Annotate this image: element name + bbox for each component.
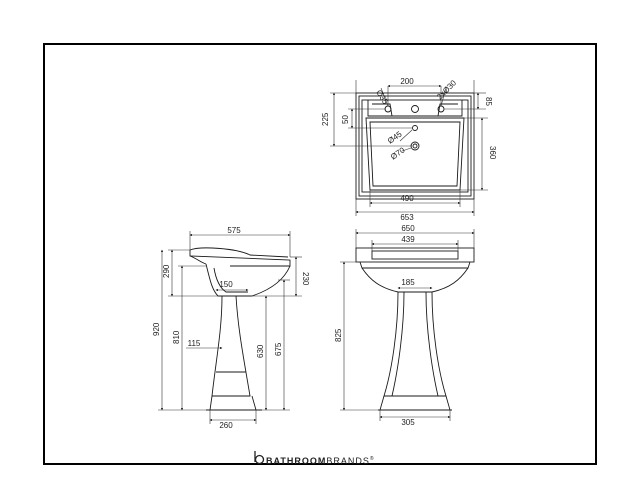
dim-230: 230 <box>301 272 310 286</box>
dim-630: 630 <box>256 344 265 358</box>
dim-810: 810 <box>172 330 181 344</box>
dim-439: 439 <box>401 235 415 244</box>
dim-260: 260 <box>219 421 233 430</box>
brand-name-bold: BATHROOM <box>266 456 326 466</box>
dim-225: 225 <box>321 112 330 126</box>
bathroombrands-logo-icon <box>254 451 265 465</box>
dim-360: 360 <box>488 146 497 160</box>
dim-305: 305 <box>401 418 415 427</box>
dim-650: 650 <box>401 224 415 233</box>
dim-490: 490 <box>400 194 414 203</box>
dim-150: 150 <box>219 280 233 289</box>
dim-115: 115 <box>188 339 201 348</box>
dim-920: 920 <box>152 322 161 336</box>
dim-185: 185 <box>401 278 415 287</box>
dim-tap-holes-30: 2xØ30 <box>435 78 458 101</box>
dim-825: 825 <box>334 328 343 342</box>
dim-waste-45: Ø45 <box>386 129 404 145</box>
front-view-dimension-lines <box>340 229 475 421</box>
dim-290: 290 <box>162 264 171 278</box>
side-view-dimension-lines <box>158 231 302 424</box>
svg-text:BATHROOMBRANDS®: BATHROOMBRANDS® <box>266 455 375 466</box>
drawing-frame <box>43 43 597 465</box>
side-view <box>189 247 291 411</box>
dim-653: 653 <box>400 213 414 222</box>
brand-logo: BATHROOMBRANDS® <box>254 451 375 466</box>
dim-675: 675 <box>274 342 283 356</box>
front-view-labels: 650 439 185 825 305 <box>334 224 415 427</box>
front-view <box>355 247 475 411</box>
dim-overflow-70: Ø70 <box>389 145 407 161</box>
dim-200: 200 <box>400 77 414 86</box>
brand-name-light: BRANDS <box>326 456 370 466</box>
dim-85: 85 <box>484 97 493 106</box>
dim-575: 575 <box>227 226 241 235</box>
top-view-dimension-lines <box>330 80 488 216</box>
dim-50: 50 <box>341 115 350 124</box>
side-view-labels: 575 290 230 150 920 810 115 630 675 260 <box>152 226 310 430</box>
brand-registered-mark: ® <box>370 455 375 462</box>
